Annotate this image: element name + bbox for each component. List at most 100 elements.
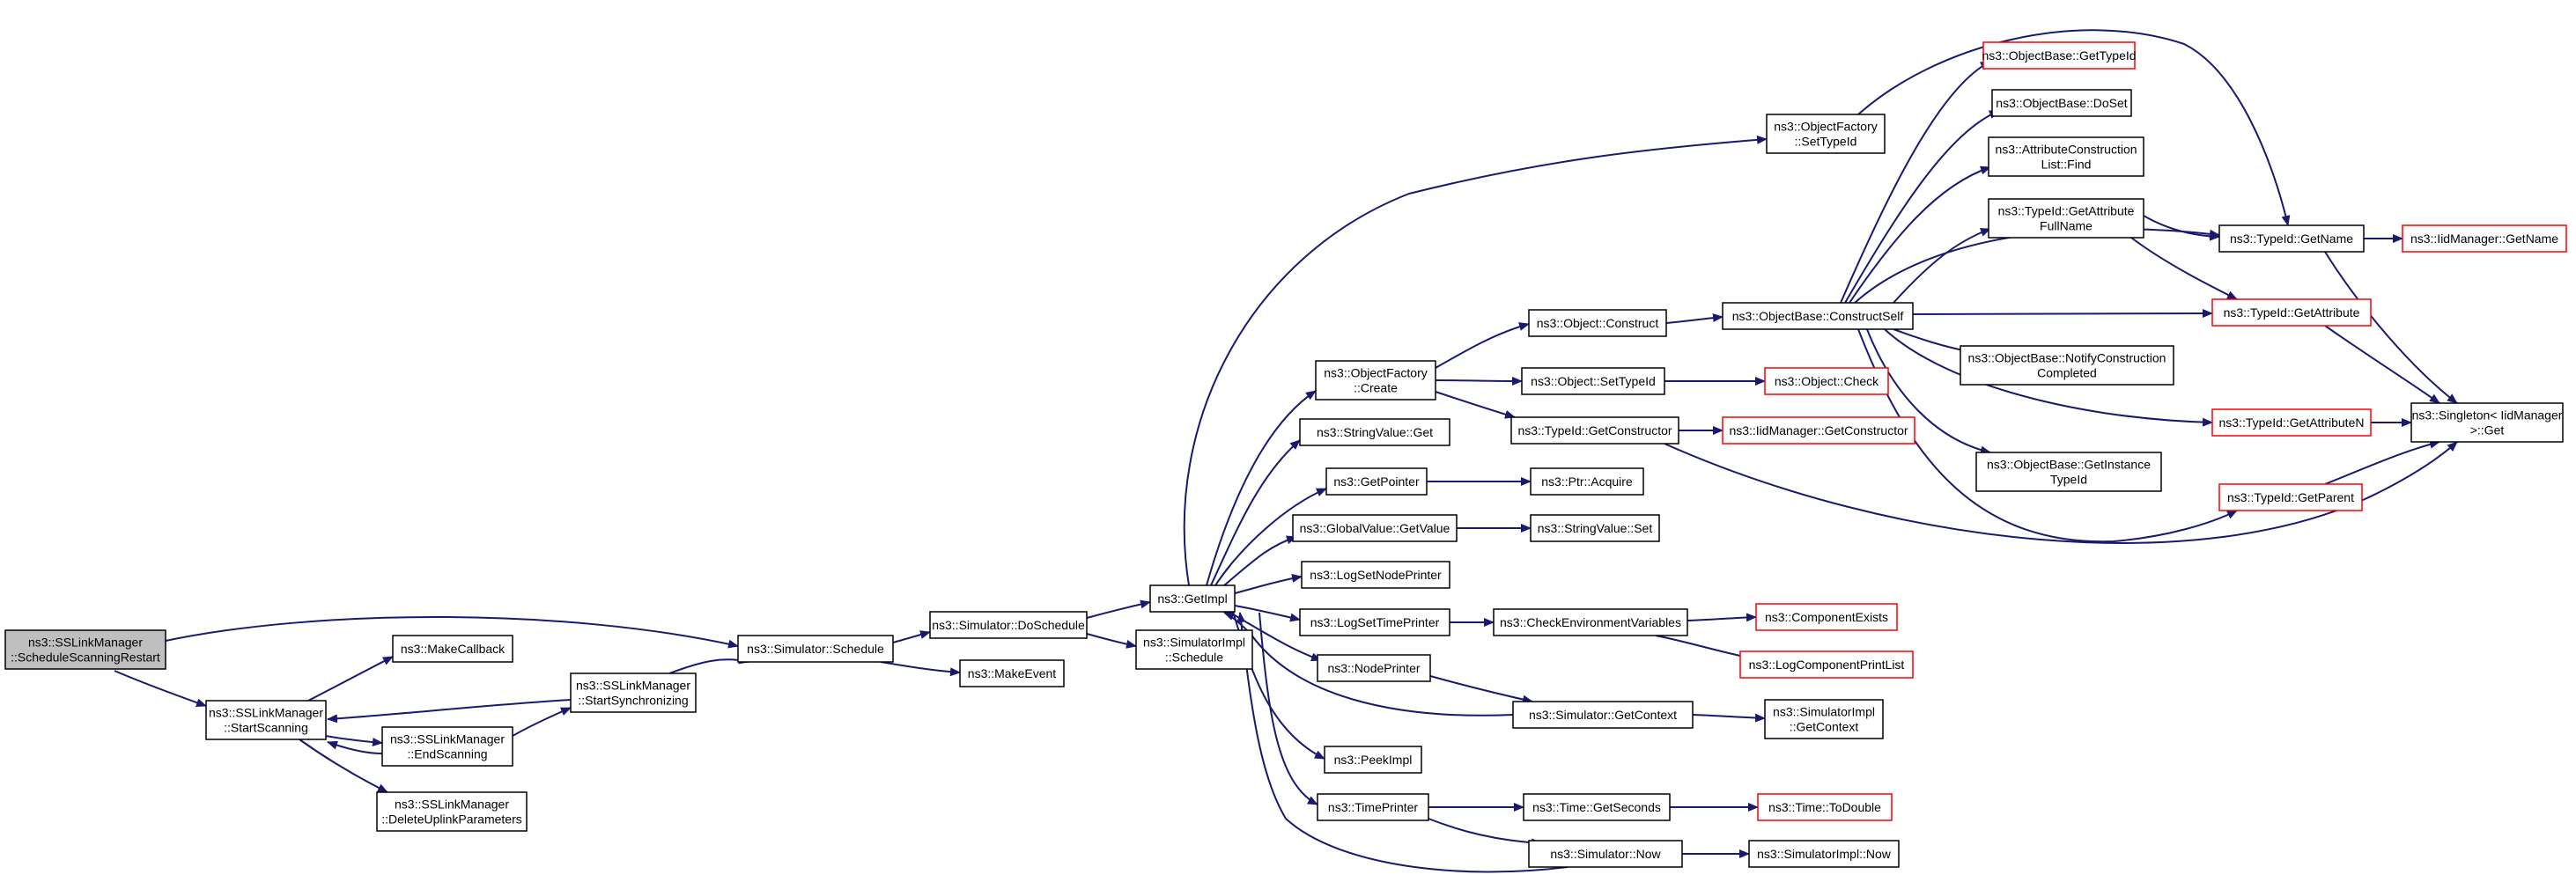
call-edge [2324, 251, 2458, 404]
node-label: ns3::MakeEvent [968, 666, 1056, 680]
node-label: ::ScheduleScanningRestart [11, 650, 160, 665]
call-edge [1857, 29, 2291, 226]
function-node[interactable]: ns3::LogSetTimePrinter [1299, 608, 1450, 636]
function-node[interactable]: ns3::TypeId::GetAttribute [2211, 298, 2372, 327]
node-box [1292, 514, 1458, 542]
function-node[interactable]: ns3::NodePrinter [1317, 654, 1431, 682]
function-node[interactable]: ns3::GetImpl [1149, 584, 1236, 613]
call-edge [114, 670, 207, 707]
function-node[interactable]: ns3::SimulatorImpl::GetContext [1764, 699, 1884, 739]
function-node[interactable]: ns3::ComponentExists [1755, 603, 1898, 631]
node-box [1530, 467, 1644, 496]
call-edge [892, 630, 931, 643]
function-node[interactable]: ns3::PeekImpl [1324, 746, 1422, 774]
function-node[interactable]: ns3::TypeId::GetName [2218, 224, 2365, 253]
node-label: ns3::ObjectFactory [1324, 366, 1428, 380]
node-label: ns3::TypeId::GetParent [2227, 490, 2354, 504]
node-label: ns3::GlobalValue::GetValue [1300, 521, 1450, 535]
call-edge [1206, 390, 1317, 586]
node-box [1748, 840, 1900, 868]
function-node[interactable]: ns3::Object::SetTypeId [1521, 367, 1665, 395]
call-edge [1884, 328, 2213, 427]
function-node[interactable]: ns3::Ptr::Acquire [1530, 467, 1644, 496]
call-edge [1223, 612, 1514, 717]
function-node[interactable]: ns3::Simulator::GetContext [1512, 701, 1694, 729]
function-node[interactable]: ns3::Simulator::DoSchedule [929, 611, 1088, 639]
node-box [1315, 360, 1436, 401]
function-node[interactable]: ns3::Object::Construct [1528, 309, 1667, 337]
node-label: TypeId [2050, 473, 2087, 487]
node-label: >::Get [2470, 423, 2505, 437]
node-box [1317, 654, 1431, 682]
node-box [381, 726, 513, 767]
function-node[interactable]: ns3::SimulatorImpl::Schedule [1135, 629, 1253, 670]
function-node[interactable]: ns3::Simulator::Now [1528, 840, 1683, 868]
node-label: ns3::IidManager::GetName [2410, 232, 2558, 246]
node-box [4, 629, 166, 670]
call-edge [1866, 328, 1991, 455]
call-edge [327, 699, 572, 724]
function-node[interactable]: ns3::Time::ToDouble [1757, 793, 1893, 821]
function-node[interactable]: ns3::ObjectBase::ConstructSelf [1722, 302, 1914, 330]
function-node[interactable]: ns3::ObjectFactory::SetTypeId [1766, 114, 1886, 154]
function-node[interactable]: ns3::IidManager::GetConstructor [1722, 416, 1915, 445]
node-label: ::Schedule [1165, 650, 1223, 665]
call-edge [1234, 574, 1303, 594]
function-node[interactable]: ns3::LogSetNodePrinter [1301, 561, 1450, 589]
call-edge [1429, 675, 1533, 704]
function-node[interactable]: ns3::ObjectFactory::Create [1315, 360, 1436, 401]
function-node[interactable]: ns3::Object::Check [1764, 367, 1889, 395]
node-label: ns3::TypeId::GetName [2230, 232, 2353, 246]
function-node[interactable]: ns3::CheckEnvironmentVariables [1493, 608, 1688, 636]
node-label: List::Find [2041, 158, 2092, 172]
node-label: ns3::SimulatorImpl [1143, 636, 1245, 650]
node-label: ns3::LogComponentPrintList [1749, 658, 1905, 672]
call-edge [668, 655, 749, 674]
function-node[interactable]: ns3::ObjectBase::GetTypeId [1982, 41, 2137, 70]
function-node[interactable]: ns3::SSLinkManager::StartSynchronizing [570, 673, 697, 713]
function-node[interactable]: ns3::SSLinkManager::ScheduleScanningRest… [4, 629, 166, 670]
function-node[interactable]: ns3::IidManager::GetName [2402, 224, 2567, 253]
function-node[interactable]: ns3::MakeEvent [959, 659, 1065, 687]
function-node[interactable]: ns3::StringValue::Set [1530, 514, 1660, 542]
function-node[interactable]: ns3::SimulatorImpl::Now [1748, 840, 1900, 868]
call-edge [1912, 309, 2213, 319]
node-label: ::StartSynchronizing [578, 694, 688, 708]
node-label: ::Create [1354, 381, 1398, 395]
function-node[interactable]: ns3::Time::GetSeconds [1523, 793, 1671, 821]
function-node[interactable]: ns3::ObjectBase::NotifyConstructionCompl… [1960, 345, 2174, 386]
node-box [205, 700, 327, 740]
function-node[interactable]: ns3::TypeId::GetParent [2218, 483, 2363, 511]
node-label: ns3::Simulator::DoSchedule [932, 618, 1085, 632]
function-node[interactable]: ns3::SSLinkManager::EndScanning [381, 726, 513, 767]
call-edge [1236, 612, 1568, 873]
function-node[interactable]: ns3::TypeId::GetConstructor [1510, 416, 1679, 445]
node-label: ns3::ObjectFactory [1774, 120, 1878, 134]
function-node[interactable]: ns3::GlobalValue::GetValue [1292, 514, 1458, 542]
node-box [1301, 561, 1450, 589]
function-node[interactable]: ns3::MakeCallback [392, 635, 513, 663]
function-node[interactable]: ns3::GetPointer [1325, 467, 1428, 496]
node-label: ns3::TimePrinter [1328, 800, 1419, 814]
call-edge [880, 661, 961, 677]
function-node[interactable]: ns3::SSLinkManager::StartScanning [205, 700, 327, 740]
function-node[interactable]: ns3::StringValue::Get [1299, 418, 1450, 446]
function-node[interactable]: ns3::ObjectBase::DoSet [1991, 89, 2132, 117]
node-label: ::GetContext [1790, 720, 1859, 734]
function-node[interactable]: ns3::TimePrinter [1317, 793, 1429, 821]
call-edge [2143, 215, 2220, 241]
node-box [1975, 452, 2162, 492]
node-box [1757, 793, 1893, 821]
node-box [2218, 224, 2365, 253]
node-label: ::SetTypeId [1795, 135, 1857, 149]
function-node[interactable]: ns3::Singleton< IidManager >::Get [2410, 402, 2564, 443]
call-edge [512, 707, 572, 737]
function-node[interactable]: ns3::Simulator::Schedule [737, 635, 894, 663]
function-node[interactable]: ns3::LogComponentPrintList [1739, 650, 1914, 679]
function-node[interactable]: ns3::SSLinkManager::DeleteUplinkParamete… [376, 791, 528, 832]
function-node[interactable]: ns3::TypeId::GetAttributeN [2211, 408, 2372, 437]
node-box [1523, 793, 1671, 821]
